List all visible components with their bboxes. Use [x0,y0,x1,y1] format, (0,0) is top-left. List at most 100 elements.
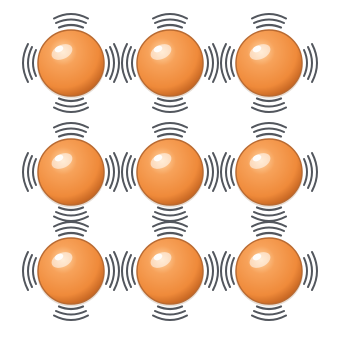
vibration-arc [252,316,286,321]
vibration-arc [254,20,284,24]
vibration-arc [257,208,281,211]
vibration-arc [252,217,286,222]
vibration-wave-icon [54,222,88,236]
vibration-arc [33,159,36,185]
vibration-arc [308,255,312,287]
vibration-arc [54,123,88,128]
vibration-arc [106,258,109,284]
atoms-layer [37,30,303,307]
vibration-arc [127,156,131,188]
vibration-arc [158,134,182,137]
vibration-arc [127,255,131,287]
vibration-wave-icon [106,44,119,82]
vibration-arc [308,156,312,188]
vibration-arc [257,25,281,28]
atom-body [38,30,104,96]
vibration-wave-icon [252,222,286,236]
vibration-arc [56,103,86,107]
vibration-arc [254,228,284,232]
vibration-arc [59,134,83,137]
vibration-arc [54,217,88,222]
vibration-wave-icon [23,44,36,82]
vibration-arc [153,123,187,128]
vibration-arc [110,47,114,79]
vibration-arc [158,208,182,211]
vibration-arc [155,228,185,232]
vibration-arc [33,50,36,76]
vibration-arc [28,156,32,188]
vibration-wave-icon [106,153,119,191]
vibration-arc [254,311,284,315]
vibration-wave-icon [304,252,317,290]
vibration-arc [59,307,83,310]
vibration-wave-icon [153,222,187,236]
vibration-arc [153,108,187,113]
vibration-wave-icon [54,208,88,222]
vibration-wave-icon [252,208,286,222]
vibration-wave-icon [54,14,88,28]
sphere-atom-icon [235,30,303,99]
vibration-wave-icon [23,252,36,290]
vibration-wave-icon [54,123,88,137]
vibration-wave-icon [153,14,187,28]
vibration-arc [132,159,135,185]
atom-body [137,238,203,304]
vibration-arc [252,14,286,19]
vibration-wave-icon [54,307,88,321]
vibration-arc [153,14,187,19]
vibration-arc [54,108,88,113]
vibration-arc [106,50,109,76]
vibration-arc [158,25,182,28]
atom-body [137,30,203,96]
vibration-arc [209,156,213,188]
vibration-wave-icon [221,252,234,290]
atom-body [38,139,104,205]
vibration-arc [54,222,88,227]
vibration-wave-icon [221,153,234,191]
vibration-wave-icon [221,44,234,82]
vibration-arc [226,255,230,287]
vibration-wave-icon [54,99,88,113]
sphere-atom-icon [136,139,204,208]
vibration-arc [231,159,234,185]
vibration-arc [209,47,213,79]
sphere-atom-icon [136,30,204,99]
vibration-arc [226,47,230,79]
vibration-arc [257,233,281,236]
vibration-wave-icon [304,44,317,82]
vibration-wave-icon [252,123,286,137]
vibration-arc [226,156,230,188]
vibration-arc [56,20,86,24]
vibration-arc [155,103,185,107]
vibration-arc [59,25,83,28]
vibration-arc [205,50,208,76]
vibration-wave-icon [252,99,286,113]
vibration-arc [209,255,213,287]
vibration-wave-icon [153,123,187,137]
vibration-wave-icon [205,44,218,82]
vibration-arc [28,47,32,79]
vibration-arc [56,212,86,216]
vibration-wave-icon [304,153,317,191]
atom-body [38,238,104,304]
vibration-arc [110,156,114,188]
vibration-arc [110,255,114,287]
atom-body [137,139,203,205]
vibration-arc [257,99,281,102]
vibration-wave-icon [153,99,187,113]
vibration-arc [254,129,284,133]
vibration-arc [54,14,88,19]
atom-body [236,30,302,96]
vibration-wave-icon [252,307,286,321]
vibration-arc [155,311,185,315]
vibration-wave-icon [122,153,135,191]
vibration-arc [56,129,86,133]
vibration-arc [59,99,83,102]
vibration-arc [155,212,185,216]
sphere-atom-icon [37,238,105,307]
vibration-arc [106,159,109,185]
vibration-arc [153,222,187,227]
vibration-wave-icon [205,252,218,290]
vibration-arc [132,258,135,284]
